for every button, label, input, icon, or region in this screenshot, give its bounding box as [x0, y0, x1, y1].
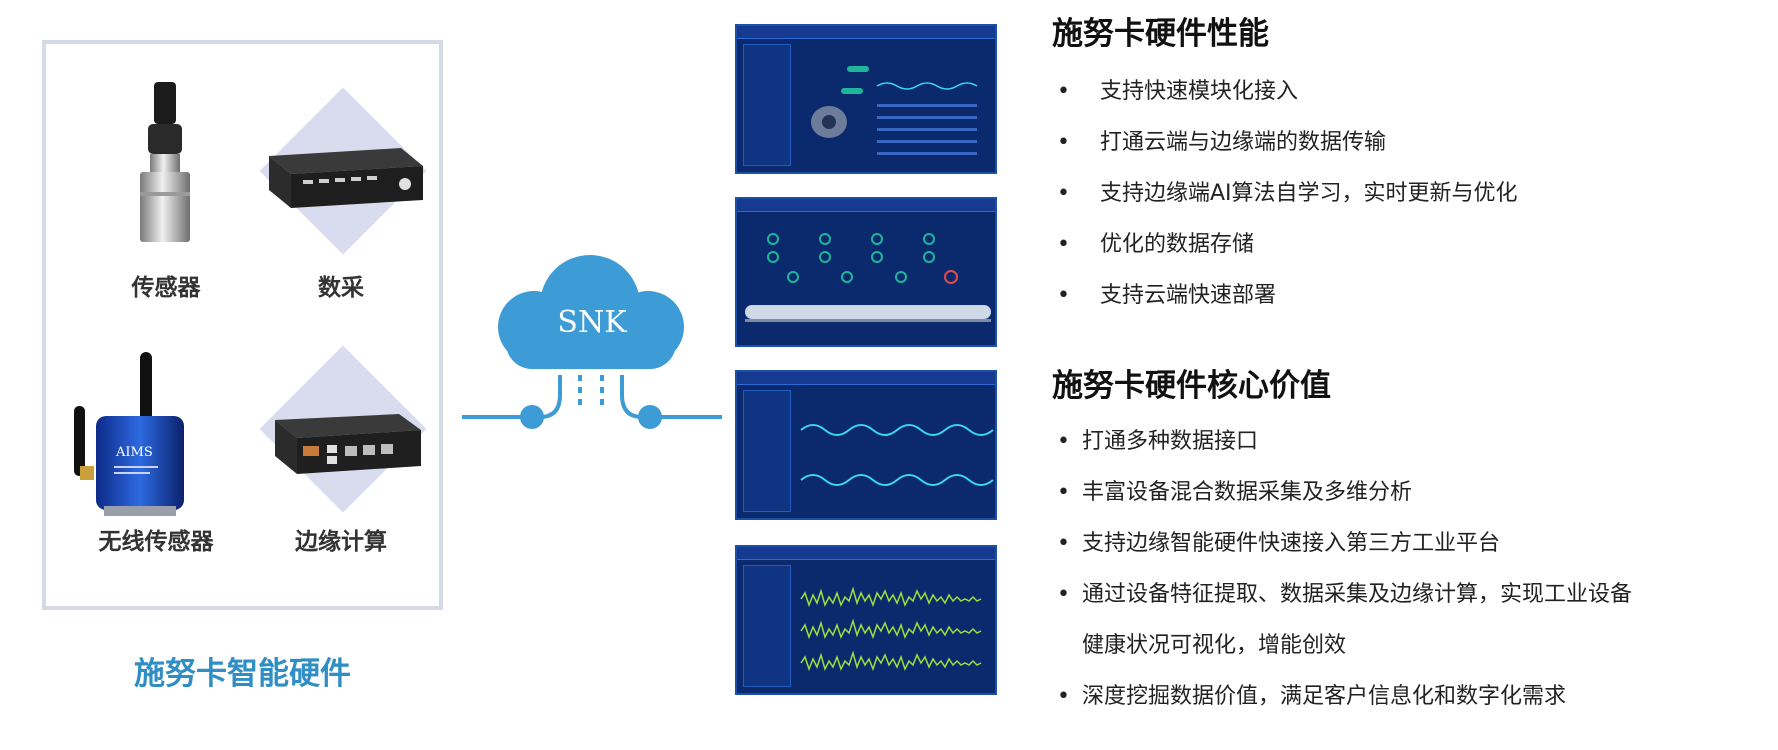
- hardware-label-daq: 数采: [318, 275, 364, 301]
- core-value-list: •打通多种数据接口 •丰富设备混合数据采集及多维分析 •支持边缘智能硬件快速接入…: [1055, 416, 1632, 722]
- bullet-dot-icon: •: [1057, 283, 1070, 308]
- dashboard-screen-train: [735, 197, 997, 347]
- screen-topbar: [737, 372, 995, 385]
- edge-computing-box-icon: [275, 414, 421, 474]
- hardware-item-wireless-sensor: AIMS 无线传感器: [66, 346, 246, 566]
- dashboard-screen-vibration: [735, 545, 997, 695]
- dashboard-screen-waveform: [735, 370, 997, 520]
- bullet-dot-icon: •: [1057, 684, 1070, 709]
- list-item: •支持快速模块化接入: [1055, 66, 1518, 117]
- hardware-label-edge-computing: 边缘计算: [295, 529, 387, 555]
- hardware-item-edge-computing: 边缘计算: [251, 345, 431, 566]
- device-brand-text: AIMS: [115, 445, 153, 460]
- bullet-dot-icon: •: [1057, 582, 1070, 607]
- list-item: •通过设备特征提取、数据采集及边缘计算，实现工业设备: [1055, 569, 1632, 620]
- bullet-dot-icon: •: [1057, 130, 1070, 155]
- wireless-sensor-icon: AIMS: [74, 352, 184, 516]
- cyan-waveform-visual: [800, 424, 994, 486]
- list-item: •支持边缘端AI算法自学习，实时更新与优化: [1055, 168, 1518, 219]
- cloud-label: SNK: [557, 305, 627, 340]
- core-value-title: 施努卡硬件核心价值: [1052, 368, 1331, 404]
- data-acquisition-box-icon: [269, 148, 423, 208]
- list-item: •支持边缘智能硬件快速接入第三方工业平台: [1055, 518, 1632, 569]
- hardware-label-wireless-sensor: 无线传感器: [98, 529, 214, 555]
- cloud-diagram: SNK: [462, 245, 722, 445]
- hardware-item-sensor: 传感器: [76, 74, 256, 301]
- bullet-dot-icon: •: [1057, 232, 1070, 257]
- hardware-title: 施努卡智能硬件: [134, 656, 351, 692]
- list-item: •优化的数据存储: [1055, 219, 1518, 270]
- bullet-dot-icon: •: [1057, 181, 1070, 206]
- screen-sidebar: [743, 565, 791, 687]
- cloud-icon: [462, 255, 722, 429]
- sensor-icon: [140, 82, 190, 242]
- performance-title: 施努卡硬件性能: [1052, 16, 1269, 52]
- dashboard-screen-overview: [735, 24, 997, 174]
- bullet-dot-icon: •: [1057, 79, 1070, 104]
- screen-sidebar: [743, 44, 791, 166]
- screen-sidebar: [743, 390, 791, 512]
- screen-topbar: [737, 26, 995, 39]
- list-item-continuation: 健康状况可视化，增能创效: [1082, 633, 1347, 658]
- hardware-label-sensor: 传感器: [131, 275, 201, 301]
- train-monitor-visual: [745, 233, 991, 322]
- list-item: •深度挖掘数据价值，满足客户信息化和数字化需求: [1055, 671, 1632, 722]
- overview-visual: [811, 66, 978, 155]
- performance-list: •支持快速模块化接入 •打通云端与边缘端的数据传输 •支持边缘端AI算法自学习，…: [1055, 66, 1518, 321]
- list-item: •丰富设备混合数据采集及多维分析: [1055, 467, 1632, 518]
- bullet-dot-icon: •: [1057, 429, 1070, 454]
- green-vibration-visual: [800, 586, 982, 672]
- hardware-panel: 传感器 数采: [42, 40, 443, 610]
- screen-topbar: [737, 547, 995, 560]
- list-item: •打通多种数据接口: [1055, 416, 1632, 467]
- hardware-item-daq: 数采: [251, 74, 431, 301]
- list-item: •支持云端快速部署: [1055, 270, 1518, 321]
- bullet-dot-icon: •: [1057, 480, 1070, 505]
- bullet-dot-icon: •: [1057, 531, 1070, 556]
- screen-topbar: [737, 199, 995, 212]
- list-item: •打通云端与边缘端的数据传输: [1055, 117, 1518, 168]
